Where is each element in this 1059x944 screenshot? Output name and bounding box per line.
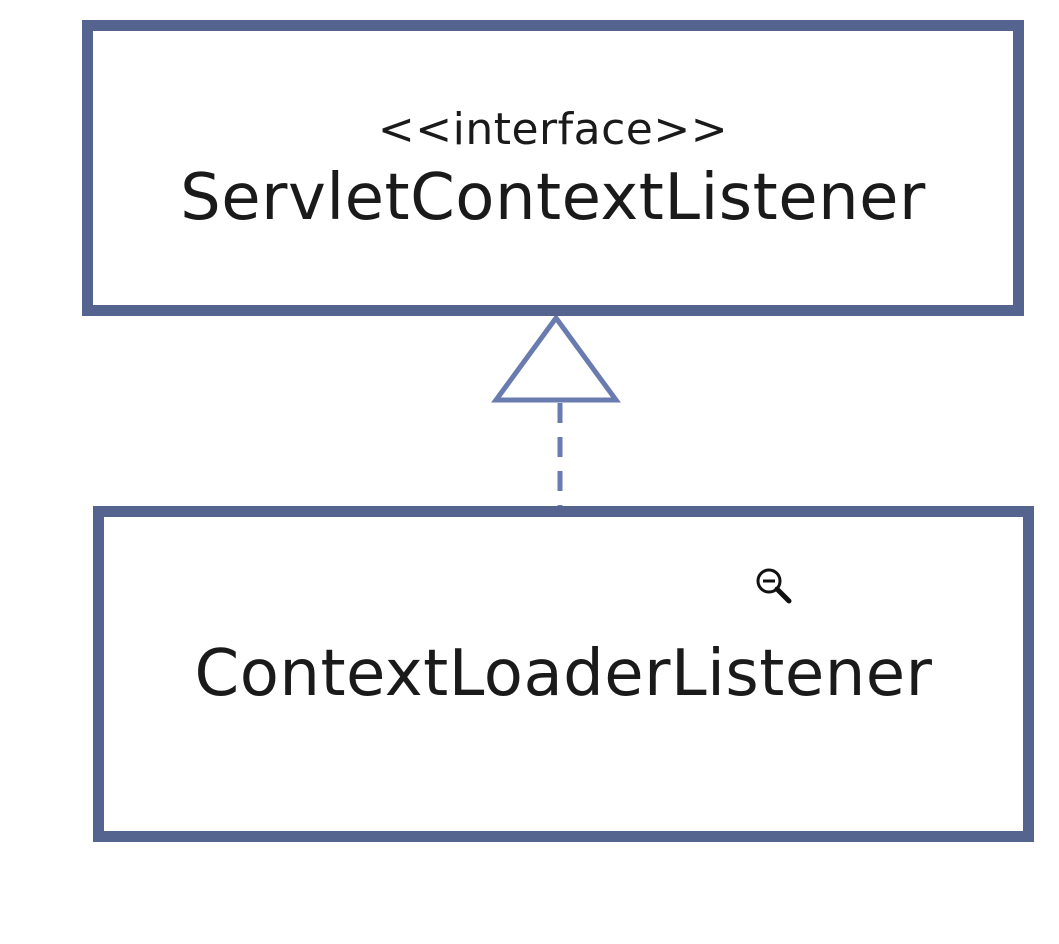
interface-stereotype: <<interface>> bbox=[377, 104, 729, 155]
interface-class-box[interactable]: <<interface>> ServletContextListener bbox=[82, 20, 1024, 316]
interface-name: ServletContextListener bbox=[180, 161, 926, 235]
implementation-class-box[interactable]: ContextLoaderListener bbox=[93, 506, 1034, 842]
implementation-class-name: ContextLoaderListener bbox=[194, 637, 933, 711]
realization-arrowhead bbox=[491, 313, 621, 403]
zoom-out-cursor-icon bbox=[756, 568, 792, 604]
